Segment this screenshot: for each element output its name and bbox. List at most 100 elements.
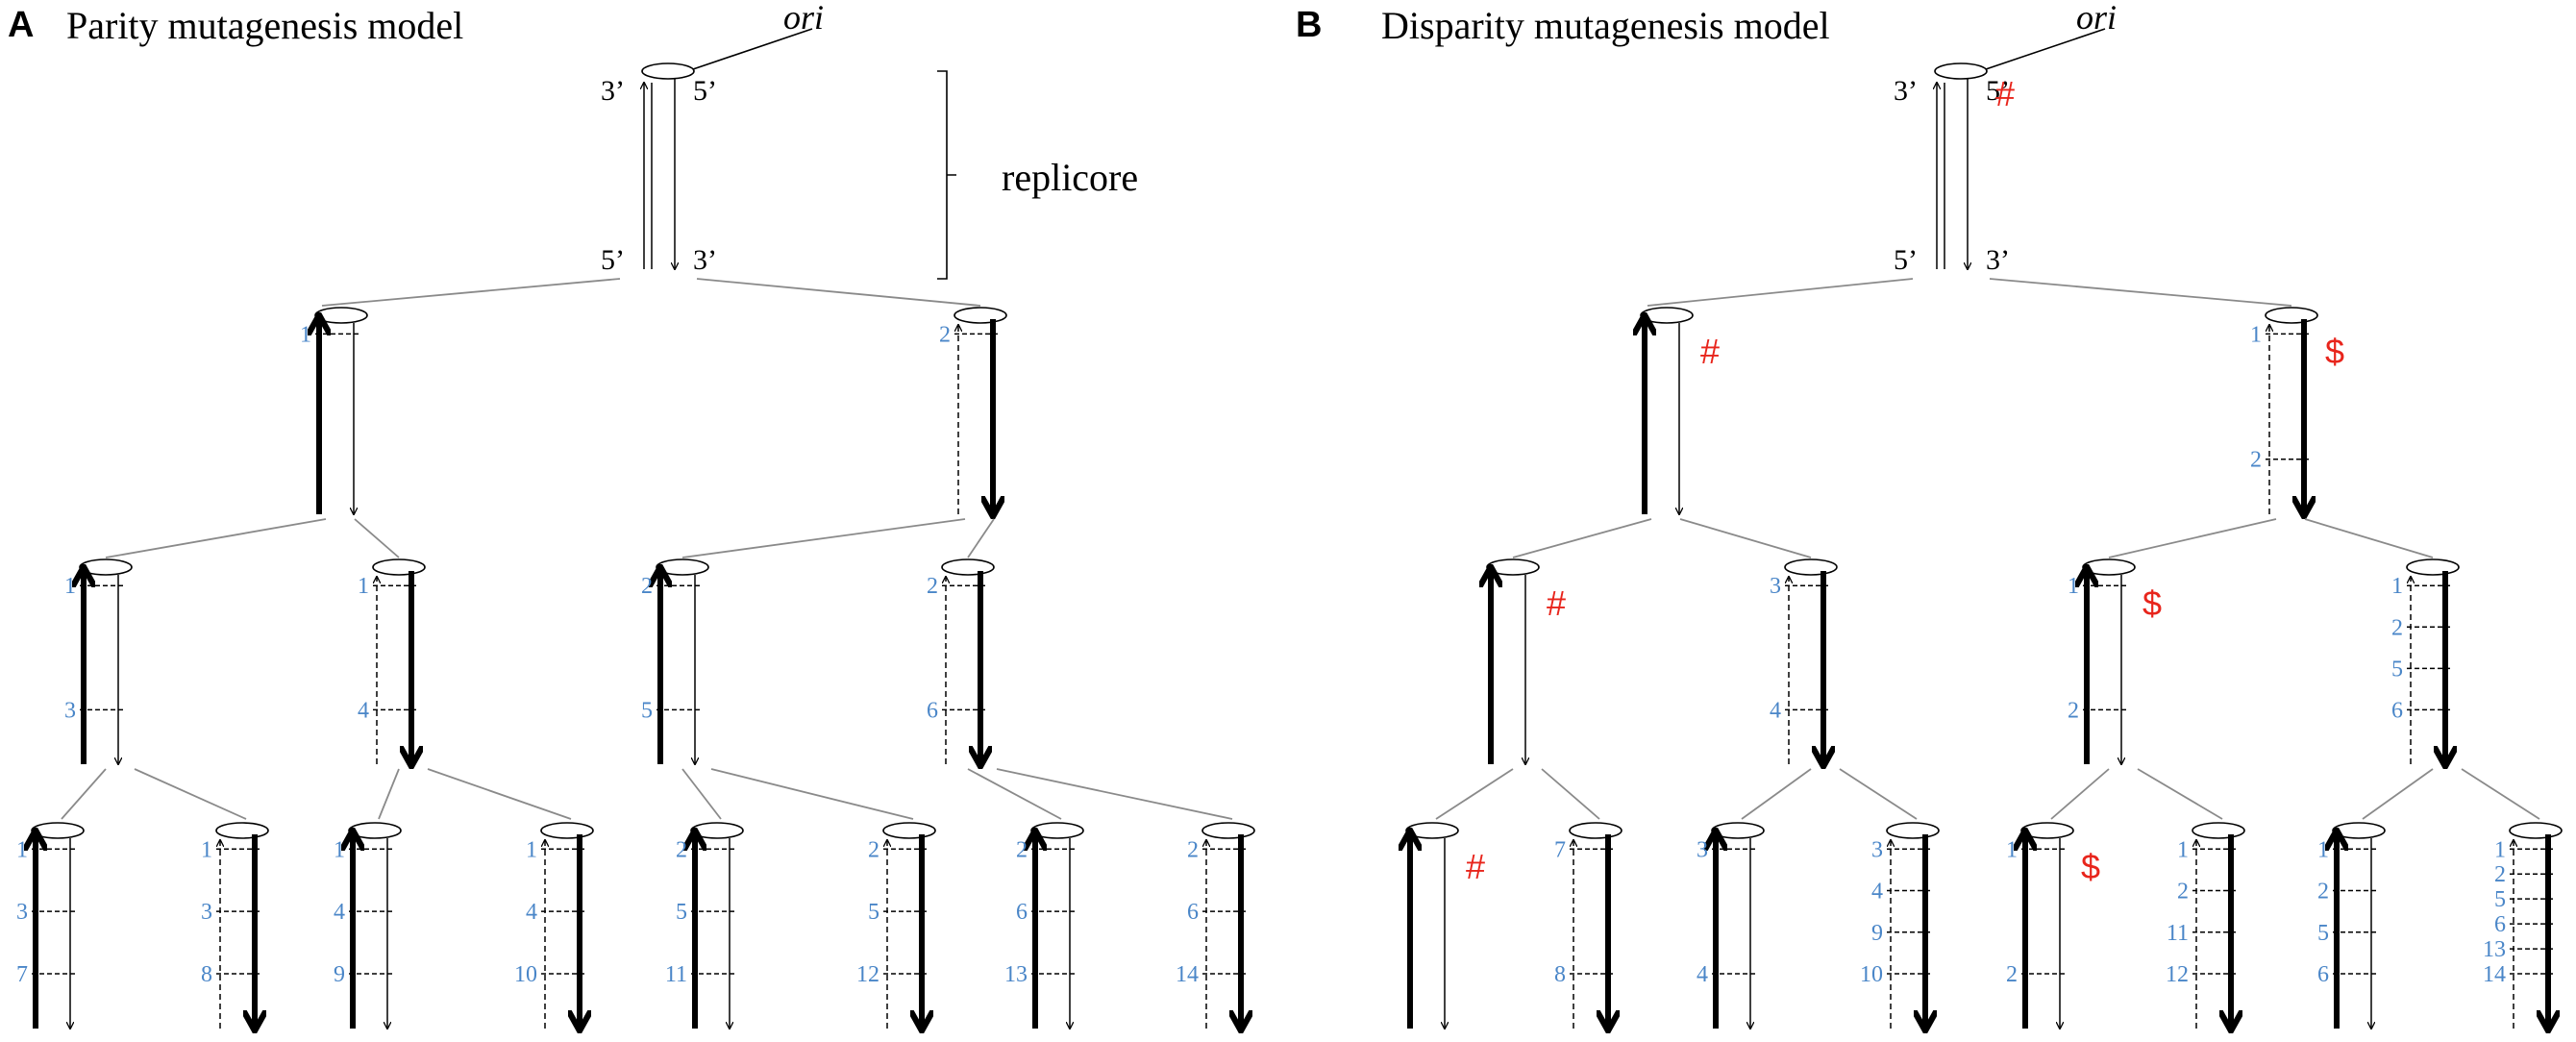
mutation-label: 4	[334, 900, 345, 925]
ori-oval	[1784, 558, 1838, 576]
branch-line	[2050, 768, 2110, 820]
branch-line	[1679, 518, 1812, 558]
mutation-label: 1	[2068, 574, 2079, 599]
mutation-marker: $	[2325, 332, 2344, 371]
mutation-label: 4	[1770, 698, 1781, 723]
end-label-top-left: 3’	[1894, 75, 1918, 107]
mutation-label: 3	[1697, 837, 1708, 862]
mutation-marker: #	[1700, 332, 1720, 371]
mutation-label: 5	[2391, 657, 2403, 682]
branch-line	[2304, 518, 2434, 558]
replicon-gen1: 1	[300, 307, 368, 514]
ori-oval	[2020, 822, 2074, 839]
ori-oval	[954, 307, 1007, 324]
end-label-bottom-left: 5’	[1894, 244, 1918, 276]
ori-oval	[941, 558, 995, 576]
branch-line	[354, 518, 400, 558]
mutation-label: 5	[2317, 921, 2329, 946]
mutation-label: 4	[1697, 962, 1708, 987]
mutation-label: 13	[1004, 962, 1028, 987]
ori-oval	[1486, 558, 1540, 576]
ori-oval	[1886, 822, 1940, 839]
mutation-label: 3	[1871, 837, 1883, 862]
ori-oval	[1711, 822, 1765, 839]
replicon-gen2: 25	[641, 558, 709, 764]
ori-oval	[1030, 822, 1084, 839]
mutation-label: 2	[2317, 880, 2329, 905]
branch-line	[378, 768, 400, 820]
replicon-gen2: 26	[927, 558, 995, 764]
mutation-label: 1	[2250, 322, 2262, 347]
ori-label: ori	[2076, 0, 2117, 37]
ori-oval	[2332, 822, 2386, 839]
mutation-label: 6	[2317, 962, 2329, 987]
ori-oval	[540, 822, 594, 839]
mutation-label: 6	[1187, 900, 1199, 925]
replicon-gen2: #	[1486, 558, 1566, 764]
branch-line	[321, 278, 621, 307]
ori-label: ori	[783, 0, 824, 37]
mutation-label: 6	[2391, 698, 2403, 723]
mutation-label: 8	[201, 962, 212, 987]
mutation-label: 1	[2391, 574, 2403, 599]
mutation-marker: #	[1995, 74, 2015, 113]
ori-oval	[1640, 307, 1694, 324]
root-replicon	[641, 62, 695, 269]
branch-line	[134, 768, 247, 820]
mutation-marker: #	[1547, 583, 1566, 623]
ori-oval	[348, 822, 402, 839]
branch-line	[681, 518, 966, 558]
mutation-label: 8	[1554, 962, 1566, 987]
ori-oval	[79, 558, 133, 576]
mutation-label: 5	[641, 698, 653, 723]
replicon-gen1: 12$	[2250, 307, 2344, 514]
branch-line	[1741, 768, 1812, 820]
end-label-bottom-right: 3’	[693, 244, 717, 276]
ori-oval	[656, 558, 709, 576]
mutation-label: 1	[16, 837, 28, 862]
ori-oval	[641, 62, 695, 80]
ori-oval	[2509, 822, 2563, 839]
branch-line	[967, 518, 995, 558]
ori-oval	[2406, 558, 2460, 576]
mutation-marker: #	[1466, 847, 1485, 886]
branch-line	[427, 768, 572, 820]
replicon-gen3: #	[1406, 822, 1485, 1029]
replicon-gen2: 34	[1770, 558, 1838, 764]
branch-line	[1989, 278, 2292, 307]
ori-pointer-line	[1985, 28, 2106, 70]
branch-line	[2108, 518, 2277, 558]
replicore-bracket	[937, 70, 956, 280]
mutation-label: 2	[1016, 837, 1028, 862]
panel-letter: A	[8, 5, 34, 45]
mutation-label: 1	[2317, 837, 2329, 862]
mutation-label: 1	[300, 322, 311, 347]
replicon-gen2: 13	[64, 558, 133, 764]
mutation-label: 2	[2177, 880, 2189, 905]
branch-line	[710, 768, 914, 820]
replicon-gen3: 78	[1554, 822, 1622, 1029]
mutation-label: 2	[2391, 615, 2403, 640]
mutation-label: 3	[64, 698, 76, 723]
root-replicon	[1934, 62, 1988, 269]
mutation-label: 4	[526, 900, 537, 925]
panel-title: Parity mutagenesis model	[66, 4, 463, 47]
mutation-label: 2	[939, 322, 951, 347]
mutation-label: 2	[2494, 862, 2506, 887]
replicon-gen3: 149	[334, 822, 402, 1029]
mutation-label: 14	[2483, 962, 2506, 987]
branch-line	[2137, 768, 2223, 820]
ori-oval	[882, 822, 936, 839]
panel-letter: B	[1296, 5, 1322, 45]
mutation-marker: $	[2143, 583, 2162, 623]
mutation-label: 4	[358, 698, 369, 723]
mutation-label: 6	[927, 698, 938, 723]
replicon-gen3: 137	[16, 822, 85, 1029]
ori-oval	[1934, 62, 1988, 80]
mutation-label: 10	[1860, 962, 1883, 987]
mutation-label: 9	[1871, 921, 1883, 946]
